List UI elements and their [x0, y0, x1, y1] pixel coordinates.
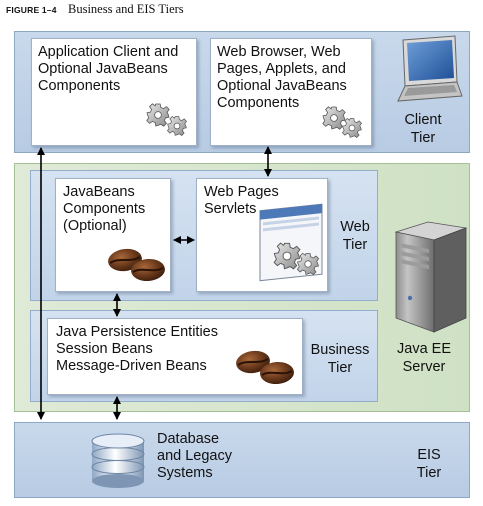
- javabeans-text: JavaBeans Components (Optional): [63, 184, 146, 234]
- laptop-icon: [397, 35, 463, 102]
- gear-icon: [273, 242, 301, 270]
- client-tier-label: Client Tier: [404, 112, 442, 146]
- web-tier-label: Web Tier: [340, 219, 370, 253]
- figure-title: Business and EIS Tiers: [68, 2, 184, 16]
- eis-tier-label: EIS Tier: [416, 447, 442, 481]
- web-browser-text: Web Browser, Web Pages, Applets, and Opt…: [217, 44, 347, 111]
- eis-tier-band: [14, 422, 470, 498]
- business-components-text: Java Persistence Entities Session Beans …: [56, 324, 218, 374]
- application-client-text: Application Client and Optional JavaBean…: [38, 44, 179, 94]
- figure-label: FIGURE 1–4: [6, 5, 57, 15]
- gear-icon: [322, 106, 346, 130]
- database-text: Database and Legacy Systems: [157, 431, 232, 481]
- business-tier-label: Business Tier: [310, 342, 370, 376]
- server-tower-icon: [394, 221, 468, 333]
- web-pages-text: Web Pages Servlets: [204, 184, 279, 217]
- java-ee-server-label: Java EE Server: [397, 341, 451, 375]
- gear-icon: [342, 118, 362, 138]
- gear-icon: [146, 103, 170, 127]
- database-icon: [91, 433, 145, 488]
- figure-caption: FIGURE 1–4 Business and EIS Tiers: [6, 2, 184, 17]
- gear-icon: [167, 116, 187, 136]
- gear-icon: [296, 252, 320, 276]
